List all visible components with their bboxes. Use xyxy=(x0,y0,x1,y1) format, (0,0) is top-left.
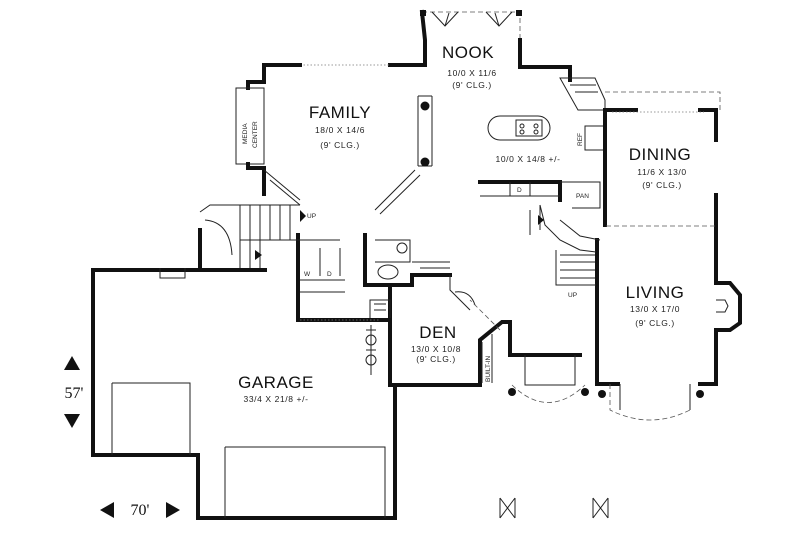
arrow-down-icon xyxy=(64,414,80,428)
media-center-label-2: CENTER xyxy=(252,121,259,148)
up-label-front: UP xyxy=(568,292,577,299)
family-label: FAMILY xyxy=(309,103,371,122)
living-room xyxy=(595,228,742,421)
site-markers xyxy=(499,497,609,519)
nook-label: NOOK xyxy=(442,43,494,62)
up-label-rear: UP xyxy=(307,213,316,220)
den-label: DEN xyxy=(419,323,456,342)
dishwasher-label: D xyxy=(517,187,522,194)
dryer-label: D xyxy=(327,271,332,278)
den-dims: 13/0 X 10/8 xyxy=(411,344,461,354)
nook-ceiling: (9' CLG.) xyxy=(452,80,492,90)
pantry-label: PAN xyxy=(576,193,589,200)
arrow-left-icon xyxy=(100,502,114,518)
dining-label: DINING xyxy=(629,145,692,164)
washer-label: W xyxy=(304,271,311,278)
overall-width: 70' xyxy=(131,502,150,519)
family-dims: 18/0 X 14/6 xyxy=(315,125,365,135)
den-ceiling: (9' CLG.) xyxy=(416,354,456,364)
dining-ceiling: (9' CLG.) xyxy=(642,180,682,190)
living-dims: 13/0 X 17/0 xyxy=(630,304,680,314)
arrow-up-icon xyxy=(64,356,80,370)
dining-dims: 11/6 X 13/0 xyxy=(637,167,686,177)
nook-bay xyxy=(419,9,522,69)
garage-label: GARAGE xyxy=(238,373,314,392)
entry-stairs xyxy=(508,204,601,403)
rear-stairs xyxy=(198,204,306,272)
garage-dims: 33/4 X 21/8 +/- xyxy=(244,394,309,404)
dining-room xyxy=(603,91,721,232)
width-dimension: 70' xyxy=(100,502,180,519)
kitchen-dims: 10/0 X 14/8 +/- xyxy=(496,154,561,164)
arrow-right-icon xyxy=(166,502,180,518)
refrigerator-label: REF xyxy=(577,133,584,146)
built-in-label: BUILT-IN xyxy=(485,355,492,382)
depth-dimension: 57' xyxy=(64,356,84,428)
garage-walls xyxy=(91,268,397,520)
living-label: LIVING xyxy=(626,283,685,302)
kitchen xyxy=(478,65,606,209)
family-room-walls xyxy=(235,63,433,215)
living-ceiling: (9' CLG.) xyxy=(635,318,675,328)
nook-dims: 10/0 X 11/6 xyxy=(447,68,496,78)
media-center-label-1: MEDIA xyxy=(242,123,249,144)
family-ceiling: (9' CLG.) xyxy=(320,140,360,150)
overall-depth: 57' xyxy=(65,385,84,402)
